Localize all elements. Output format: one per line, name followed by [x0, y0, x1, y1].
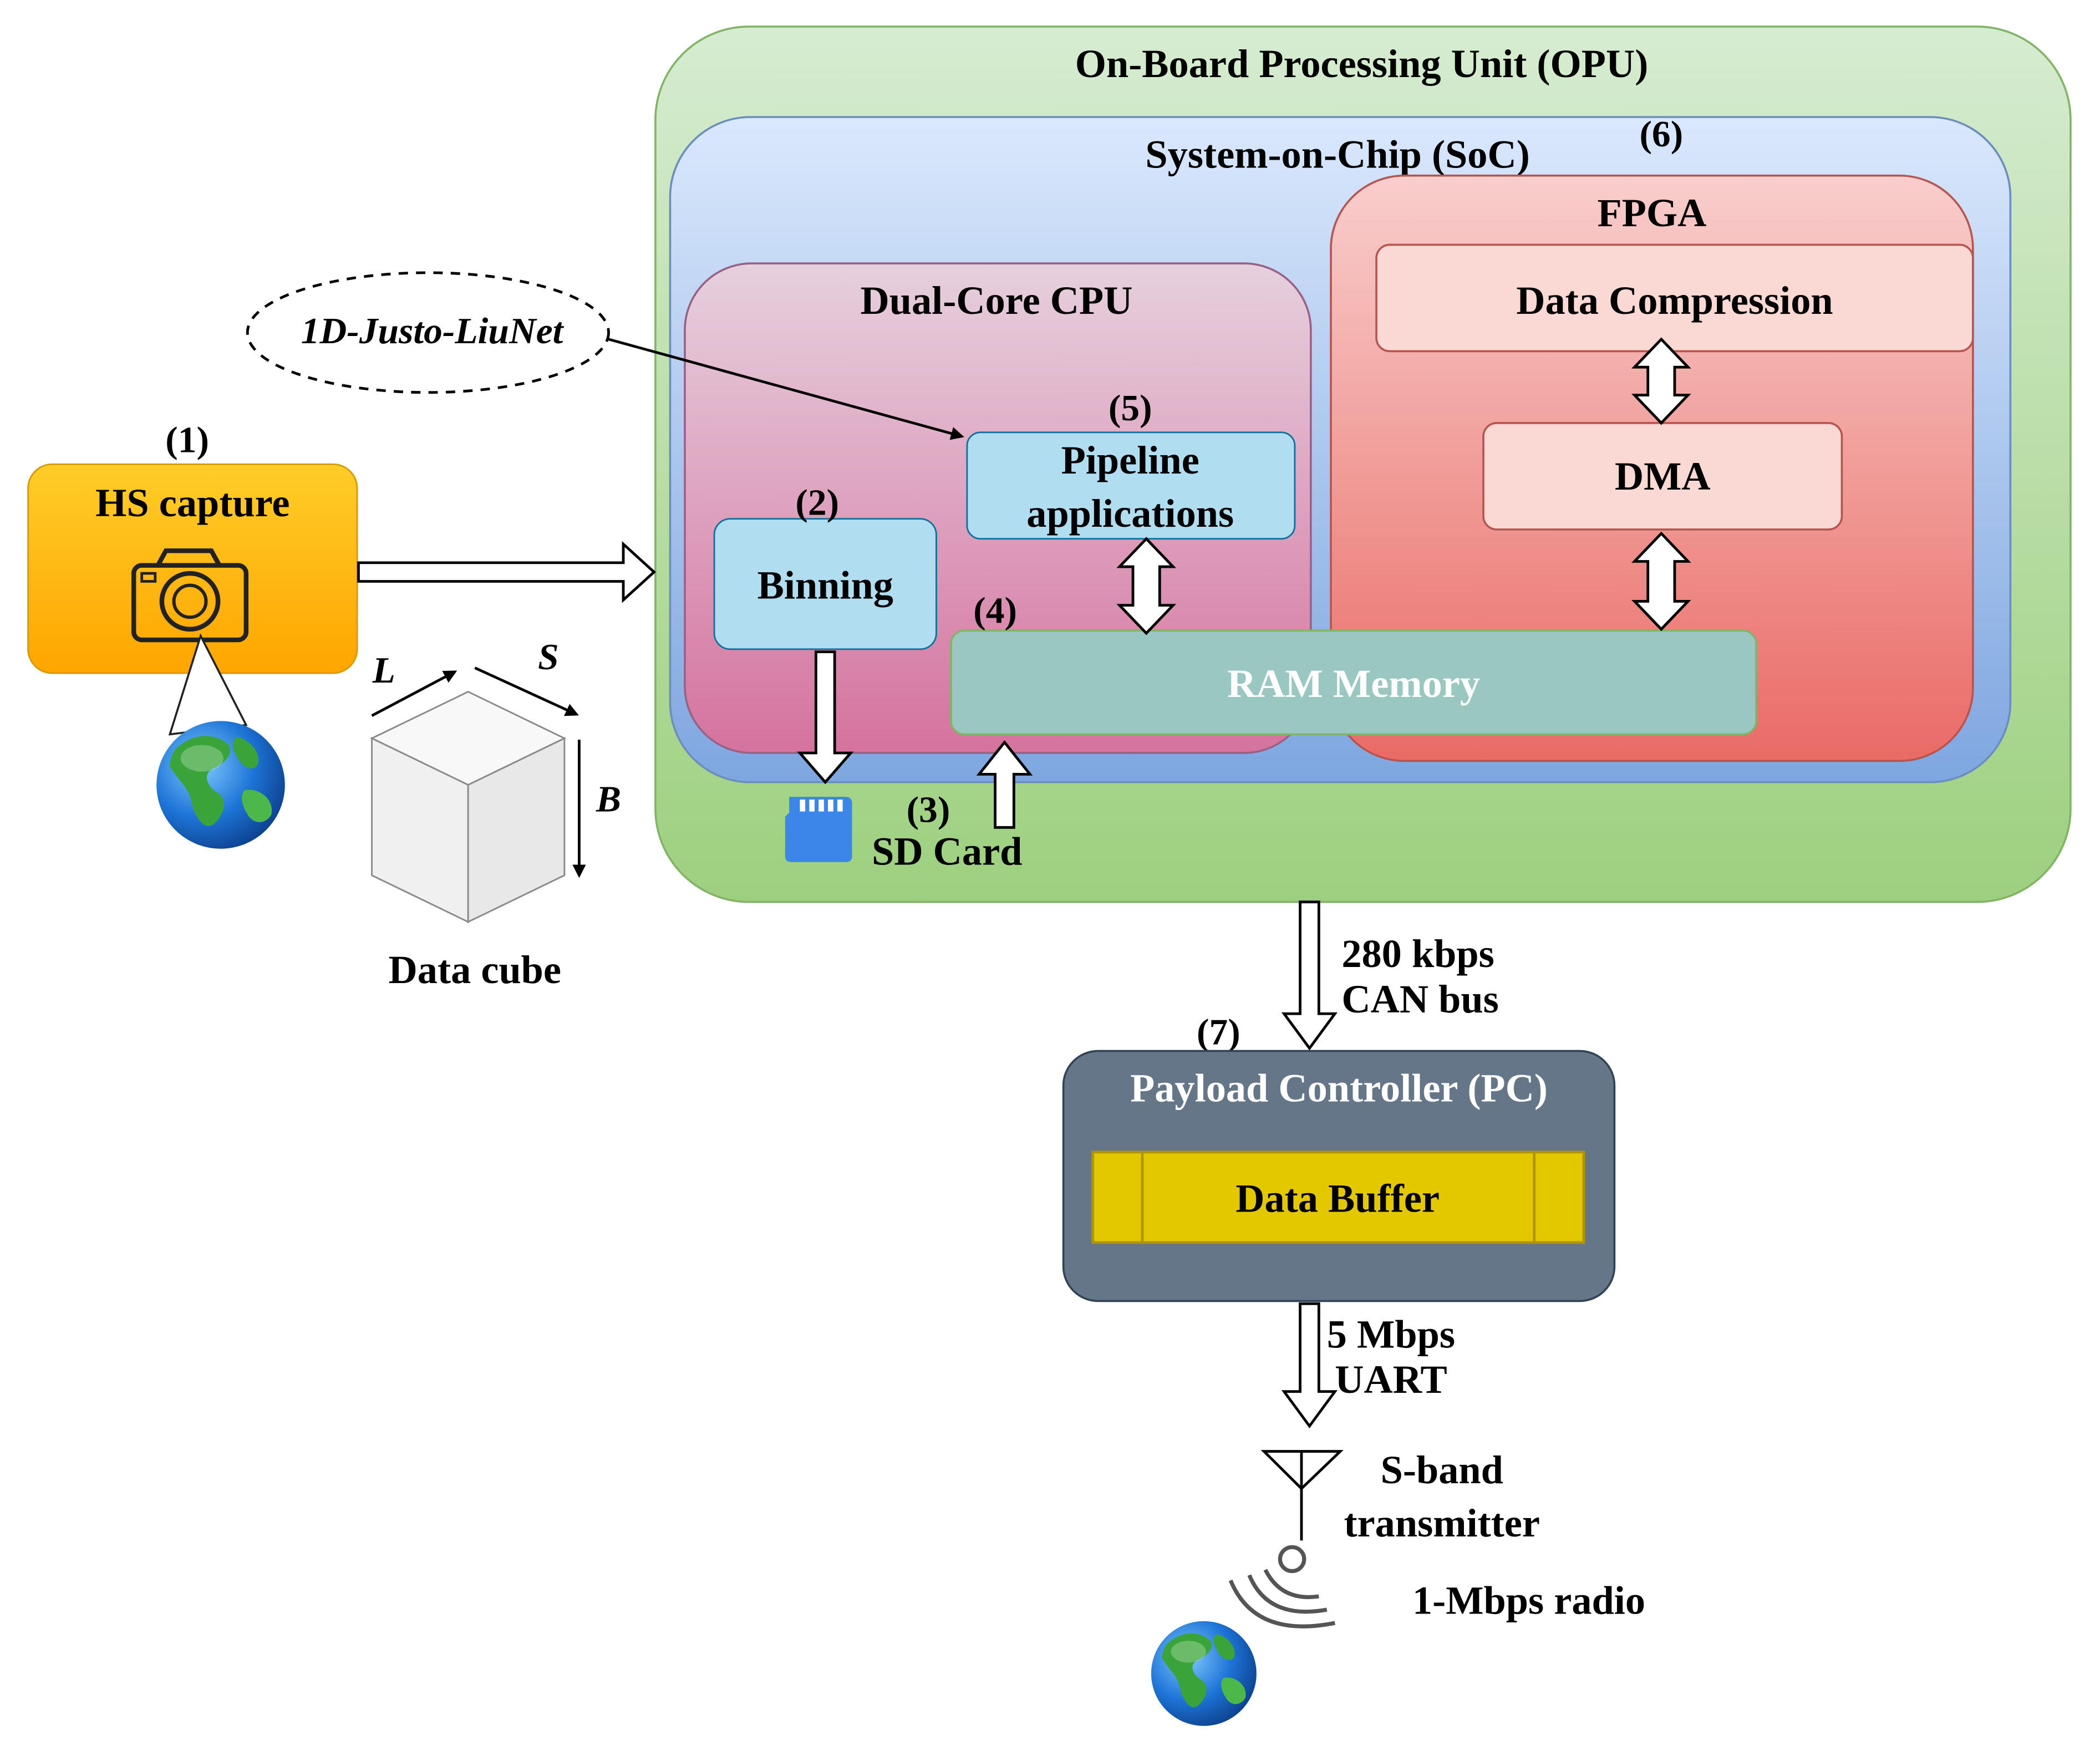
opu-title: On-Board Processing Unit (OPU) — [1075, 42, 1649, 86]
dma-ram-arrow — [1631, 531, 1691, 632]
cube-axis-l-label: L — [372, 649, 395, 691]
data-compression-label: Data Compression — [1516, 278, 1833, 323]
uart-rate-label: 5 Mbps — [1327, 1312, 1455, 1357]
hs-capture-title: HS capture — [95, 481, 289, 525]
capture-to-opu-arrow — [357, 541, 657, 603]
radio-waves-icon — [1228, 1545, 1335, 1628]
sd-card-icon — [785, 797, 852, 862]
can-bus-label: CAN bus — [1341, 977, 1498, 1021]
capture-step-label: (1) — [165, 419, 209, 461]
cube-axis-b-label: B — [596, 778, 621, 820]
sd-card-label: SD Card — [872, 829, 1022, 874]
uart-label: UART — [1335, 1357, 1447, 1402]
soc-title: System-on-Chip (SoC) — [1145, 132, 1529, 176]
transmitter-label-line2: transmitter — [1344, 1501, 1540, 1545]
binning-step-label: (2) — [795, 482, 839, 523]
dma-label: DMA — [1615, 454, 1711, 498]
camera-icon — [131, 548, 249, 643]
opu-to-pc-arrow — [1281, 900, 1338, 1051]
pc-step-label: (7) — [1197, 1011, 1240, 1053]
data-cube — [370, 691, 567, 923]
earth-globe-icon — [156, 721, 285, 849]
network-ellipse — [246, 271, 610, 394]
compression-dma-arrow — [1631, 337, 1691, 425]
radio-label: 1-Mbps radio — [1412, 1578, 1645, 1622]
ram-step-label: (4) — [973, 589, 1017, 631]
ram-memory-block — [950, 629, 1757, 736]
binning-sd-arrow — [797, 650, 854, 785]
can-rate-label: 280 kbps — [1341, 932, 1494, 976]
binning-block — [713, 518, 937, 650]
soc-step-label: (6) — [1639, 113, 1683, 155]
data-cube-label: Data cube — [389, 948, 561, 992]
pipeline-label-line2: applications — [1026, 491, 1234, 536]
pipeline-ram-arrow — [1116, 537, 1177, 635]
fpga-title: FPGA — [1597, 191, 1706, 235]
pipeline-step-label: (5) — [1109, 387, 1152, 429]
data-buffer-block — [1091, 1151, 1585, 1244]
cube-axis-s-label: S — [538, 636, 559, 678]
data-buffer-label: Data Buffer — [1235, 1177, 1440, 1221]
payload-controller-title: Payload Controller (PC) — [1130, 1066, 1548, 1111]
cpu-title: Dual-Core CPU — [861, 278, 1133, 323]
binning-label: Binning — [757, 563, 893, 608]
ground-earth-globe-icon — [1151, 1621, 1257, 1726]
network-label: 1D-Justo-LiuNet — [301, 310, 565, 352]
cube-axis-l-arrow — [371, 670, 457, 717]
pc-to-transmitter-arrow — [1281, 1302, 1338, 1429]
cube-axis-s-arrow — [474, 666, 579, 716]
data-compression-block — [1375, 243, 1974, 353]
antenna-icon — [1260, 1450, 1344, 1541]
sd-ram-arrow — [976, 740, 1033, 829]
sd-card-step-label: (3) — [907, 789, 950, 831]
ram-memory-label: RAM Memory — [1227, 661, 1480, 706]
pipeline-applications-block — [966, 431, 1296, 540]
transmitter-label-line1: S-band — [1381, 1448, 1503, 1492]
pipeline-label-line1: Pipeline — [1061, 438, 1199, 482]
network-to-pipeline-arrow — [608, 338, 964, 440]
